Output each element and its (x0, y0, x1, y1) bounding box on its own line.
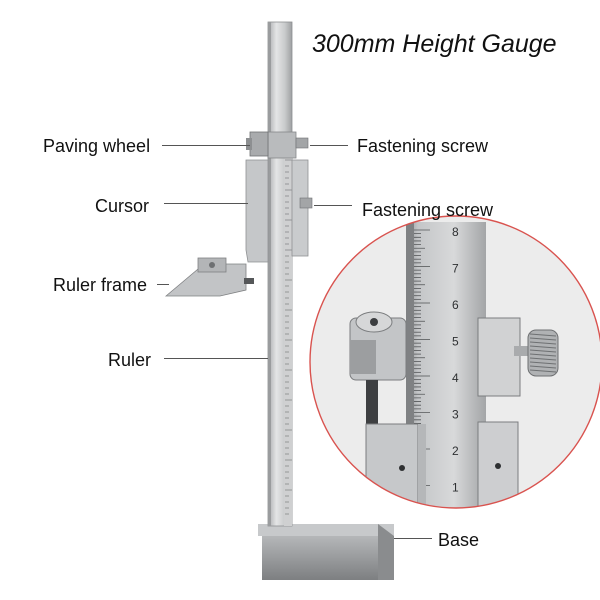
knurled-screw (529, 333, 557, 373)
knurl-line (529, 361, 557, 365)
knurl-line (529, 341, 557, 345)
knurl-line (529, 353, 557, 357)
fastening-screw-lower (299, 197, 313, 209)
label-ruler-frame: Ruler frame (53, 275, 148, 295)
knurl-line (529, 345, 557, 349)
zoom-scale-number: 6 (452, 298, 459, 312)
zoom-scale-number: 4 (452, 371, 459, 385)
label-fastening-screw-1: Fastening screw (357, 136, 489, 156)
leader-fastening-screw-1 (310, 145, 348, 146)
label-paving-wheel: Paving wheel (43, 136, 151, 156)
leader-ruler-frame (157, 284, 169, 285)
knurl-line (529, 369, 557, 373)
zoom-scale-number: 5 (452, 335, 459, 349)
zoom-scale-number: 7 (452, 262, 459, 276)
leader-cursor (164, 203, 248, 204)
knurl-line (529, 349, 557, 353)
label-fastening-screw-2: Fastening screw (362, 200, 494, 220)
zoom-scale-number: 2 (452, 444, 459, 458)
leader-base (394, 538, 432, 539)
zoom-scale-number: 3 (452, 408, 459, 422)
diagram-title: 300mm Height Gauge (312, 30, 557, 58)
zoom-detail-view: 8 7 6 5 4 3 2 1 (309, 215, 600, 509)
ruler-scale-ticks (285, 159, 292, 515)
label-ruler: Ruler (108, 350, 152, 370)
leader-paving-wheel (162, 145, 250, 146)
zoom-scale-numbers: 8 7 6 5 4 3 2 1 (452, 225, 459, 495)
leader-ruler (164, 358, 268, 359)
label-base: Base (438, 530, 480, 550)
base-block (258, 524, 394, 580)
leader-fastening-screw-2 (314, 205, 352, 206)
knurl-line (529, 337, 557, 341)
zoom-scale-number: 1 (452, 481, 459, 495)
fastening-screw-upper (295, 137, 309, 149)
knurl-line (529, 365, 557, 369)
ruler-frame-arm (164, 257, 254, 297)
knurl-line (529, 357, 557, 361)
label-cursor: Cursor (95, 196, 150, 216)
knurl-line (529, 333, 557, 337)
paving-wheel (246, 131, 269, 157)
zoom-scale-number: 8 (452, 225, 459, 239)
